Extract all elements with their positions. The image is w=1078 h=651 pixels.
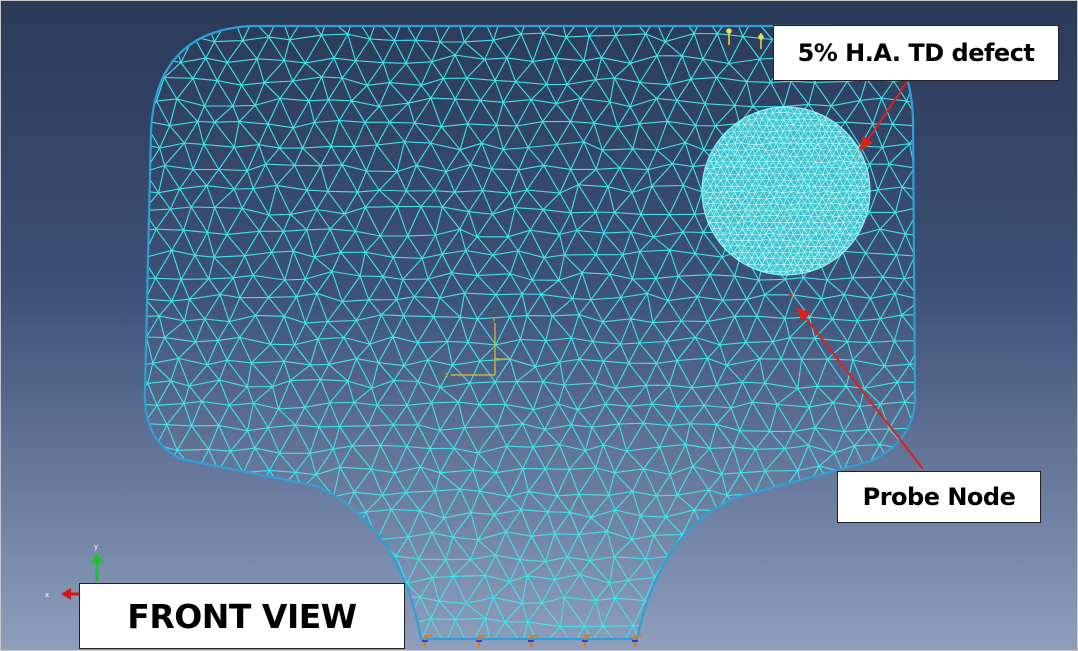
defect-label: 5% H.A. TD defect [773,25,1059,81]
finite-element-mesh [144,26,915,639]
mesh-lines [144,26,915,639]
defect-callout-arrow [859,78,910,151]
front-view-label: FRONT VIEW [79,583,405,649]
probe-node-label: Probe Node [837,471,1041,523]
axis-x-label: x [45,591,49,599]
boundary-condition-markers [422,634,643,647]
probe-callout-arrow [789,293,924,470]
center-csys-triad: y z [445,315,509,379]
triad-y-label: y [492,315,496,323]
triad-z-label: z [445,371,449,379]
axis-y-label: y [94,543,98,551]
top-constraint-markers [726,28,764,49]
defect-mesh-region [701,106,871,276]
rail-outline [143,24,917,641]
probe-node-marker [789,293,793,297]
